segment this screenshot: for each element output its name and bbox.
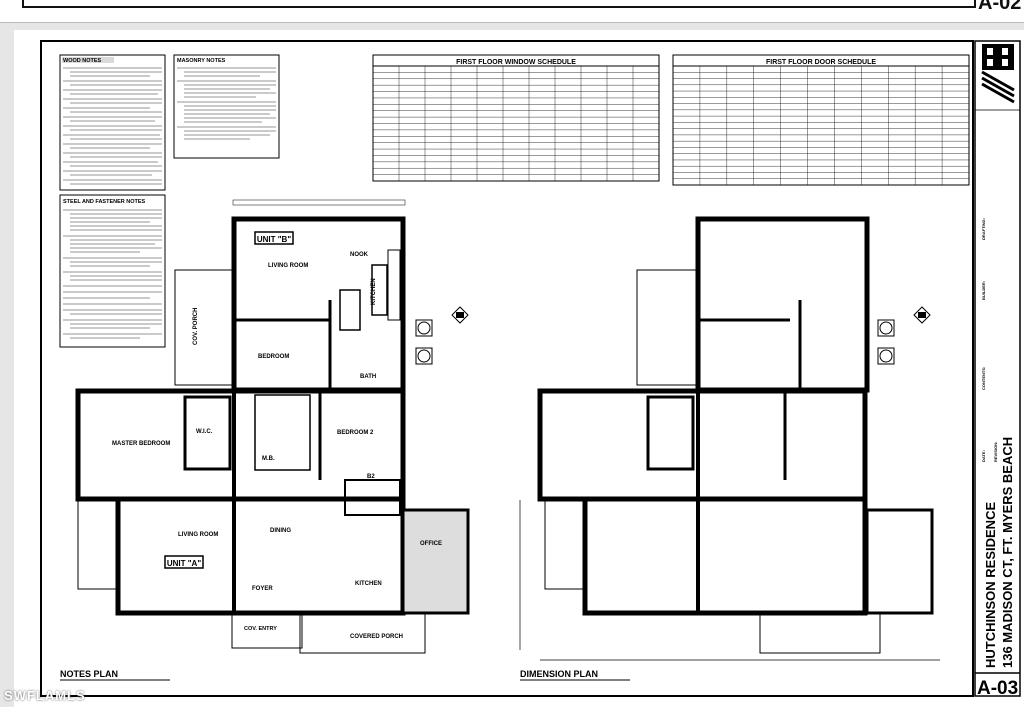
- previous-sheet-edge: A-02: [0, 0, 1024, 23]
- svg-text:STEEL AND FASTENER NOTES: STEEL AND FASTENER NOTES: [63, 199, 146, 205]
- masonry-notes: MASONRY NOTES: [173, 54, 280, 159]
- revision-label: REVISION:: [993, 442, 998, 462]
- project-address: 136 MADISON CT, FT. MYERS BEACH: [1000, 437, 1015, 668]
- ac-unit-icon: [877, 319, 895, 365]
- notes-plan: [60, 199, 470, 681]
- svg-text:FIRST FLOOR WINDOW SCHEDULE: FIRST FLOOR WINDOW SCHEDULE: [456, 59, 576, 66]
- room-label: MASTER BEDROOM: [112, 441, 170, 447]
- room-label: KITCHEN: [355, 581, 382, 587]
- watermark: SWFLAMLS: [4, 688, 86, 703]
- room-label: FOYER: [252, 586, 273, 592]
- room-label: KITCHEN: [371, 278, 377, 305]
- room-label: DINING: [270, 528, 291, 534]
- room-label: COVERED PORCH: [350, 634, 403, 640]
- title-block: DRAFTING: BUILDER: CONTENTS: DATE: REVIS…: [974, 40, 1021, 699]
- sheet-border: [40, 40, 974, 697]
- room-label: OFFICE: [420, 541, 442, 547]
- room-label: W.I.C.: [196, 429, 213, 435]
- contents-label: CONTENTS:: [981, 367, 986, 390]
- room-label: UNIT "A": [167, 559, 201, 568]
- window-schedule: FIRST FLOOR WINDOW SCHEDULE: [372, 54, 660, 182]
- date-label: DATE:: [981, 450, 986, 462]
- firm-logo: [981, 44, 1015, 104]
- wood-notes: WOOD NOTES: [59, 54, 166, 191]
- notes-plan-labels: UNIT "B" LIVING ROOM NOOK KITCHEN BEDROO…: [60, 231, 442, 679]
- room-label: UNIT "B": [257, 235, 291, 244]
- svg-text:MASONRY NOTES: MASONRY NOTES: [177, 58, 226, 64]
- door-schedule: FIRST FLOOR DOOR SCHEDULE: [672, 54, 970, 186]
- builder-label: BUILDER:: [981, 281, 986, 300]
- ac-unit-icon: [415, 319, 433, 365]
- room-label: B2: [367, 474, 375, 480]
- room-label: BATH: [360, 374, 376, 380]
- room-label: NOOK: [350, 252, 369, 258]
- north-arrow-icon: [451, 306, 469, 324]
- room-label: COV. ENTRY: [244, 626, 277, 632]
- plan-title: NOTES PLAN: [60, 669, 118, 679]
- drafting-label: DRAFTING:: [981, 218, 986, 240]
- previous-sheet-number: A-02: [978, 0, 1022, 14]
- project-name: HUTCHINSON RESIDENCE: [983, 502, 998, 668]
- sheet-number: A-03: [977, 678, 1018, 699]
- sheet-border: [22, 0, 976, 8]
- room-label: BEDROOM: [258, 354, 289, 360]
- room-label: BEDROOM 2: [337, 430, 374, 436]
- room-label: LIVING ROOM: [178, 532, 218, 538]
- room-label: LIVING ROOM: [268, 263, 308, 269]
- plan-title: DIMENSION PLAN: [520, 669, 598, 679]
- steel-fastener-notes: STEEL AND FASTENER NOTES: [59, 194, 166, 348]
- room-label: M.B.: [262, 456, 275, 462]
- room-label: COV. PORCH: [193, 308, 199, 345]
- svg-text:WOOD NOTES: WOOD NOTES: [63, 58, 102, 64]
- north-arrow-icon: [913, 306, 931, 324]
- svg-text:FIRST FLOOR DOOR SCHEDULE: FIRST FLOOR DOOR SCHEDULE: [766, 59, 876, 66]
- dimension-plan: [519, 216, 940, 681]
